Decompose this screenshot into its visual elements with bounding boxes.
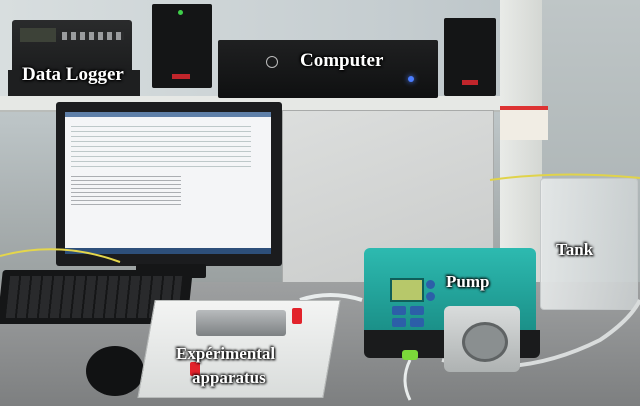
label-computer: Computer [300,50,384,71]
ups-right-logo [462,80,478,85]
paper-note [500,106,548,140]
rig-red-valve-1 [292,308,302,324]
rig-red-valve-2 [190,362,200,376]
label-pump: Pump [446,272,490,291]
pump-rotor [462,322,508,362]
ups-box-left [152,4,212,88]
label-apparatus-line2: apparatus [192,368,266,387]
monitor-screen [65,112,271,254]
label-apparatus-line1: Expérimental [176,344,276,363]
label-tank: Tank [556,240,594,259]
rig-block [196,310,286,336]
pump-button-3 [392,306,406,315]
label-data-logger: Data Logger [22,64,124,85]
pump-button-4 [410,306,424,315]
logger-buttons [62,32,124,40]
mouse [86,346,144,396]
computer-case [218,40,438,98]
screen-table [71,176,181,206]
screen-titlebar [65,112,271,117]
green-clip [402,350,418,360]
logger-stand [8,70,140,96]
pump-button-2 [426,292,435,301]
ups-left-logo [172,74,190,79]
monitor [56,102,282,266]
shelf-upright [500,0,542,290]
screen-taskbar [65,248,271,254]
pump-button-5 [392,318,406,327]
water-tank [540,178,638,310]
pump-button-6 [410,318,424,327]
pump-display [390,278,424,302]
computer-power-led [408,76,414,82]
logger-display [20,28,56,42]
pump-head [444,306,520,372]
ups-left-led [178,10,183,15]
computer-logo [266,56,278,68]
ups-box-right [444,18,496,96]
screen-text-rows [71,126,251,170]
pump-button-1 [426,280,435,289]
